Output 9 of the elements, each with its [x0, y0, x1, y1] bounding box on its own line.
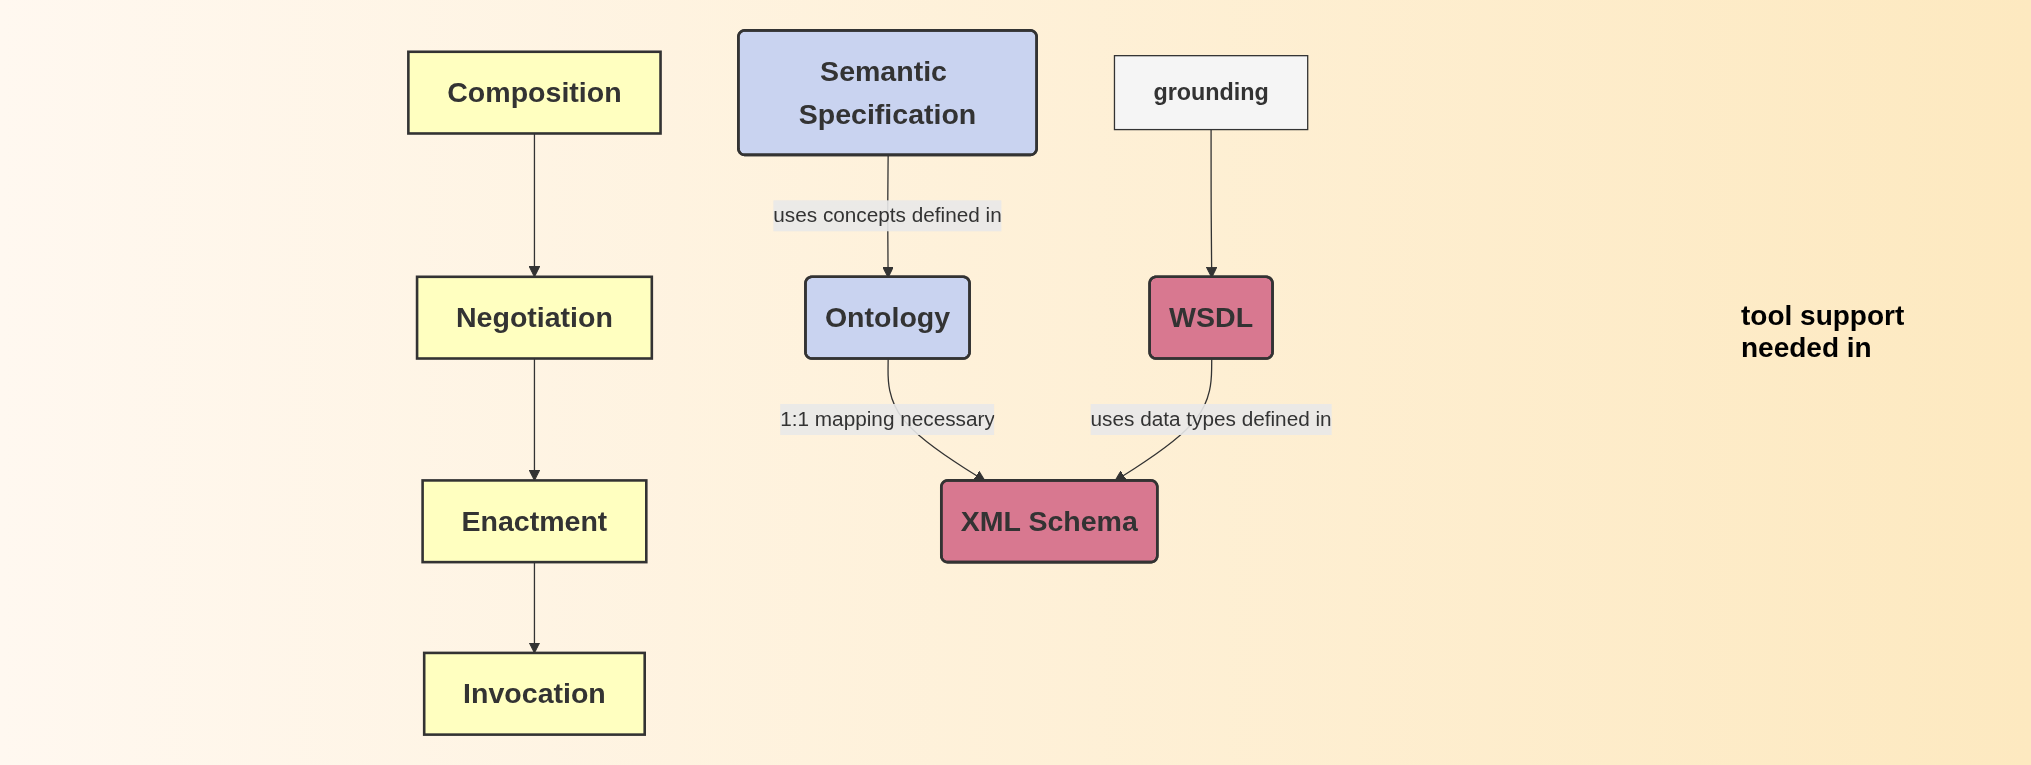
node-box: grounding [1113, 55, 1309, 131]
edge-label: 1:1 mapping necessary [780, 407, 995, 430]
edge-label: uses data types defined in [1090, 407, 1332, 430]
node-box: Enactment [421, 479, 648, 564]
node-box: Negotiation [415, 275, 654, 360]
node-box: Composition [407, 50, 662, 135]
node-box: Invocation [422, 651, 646, 736]
note-text: tool support needed in [1741, 300, 1906, 364]
edge-label: uses concepts defined in [773, 204, 1002, 227]
